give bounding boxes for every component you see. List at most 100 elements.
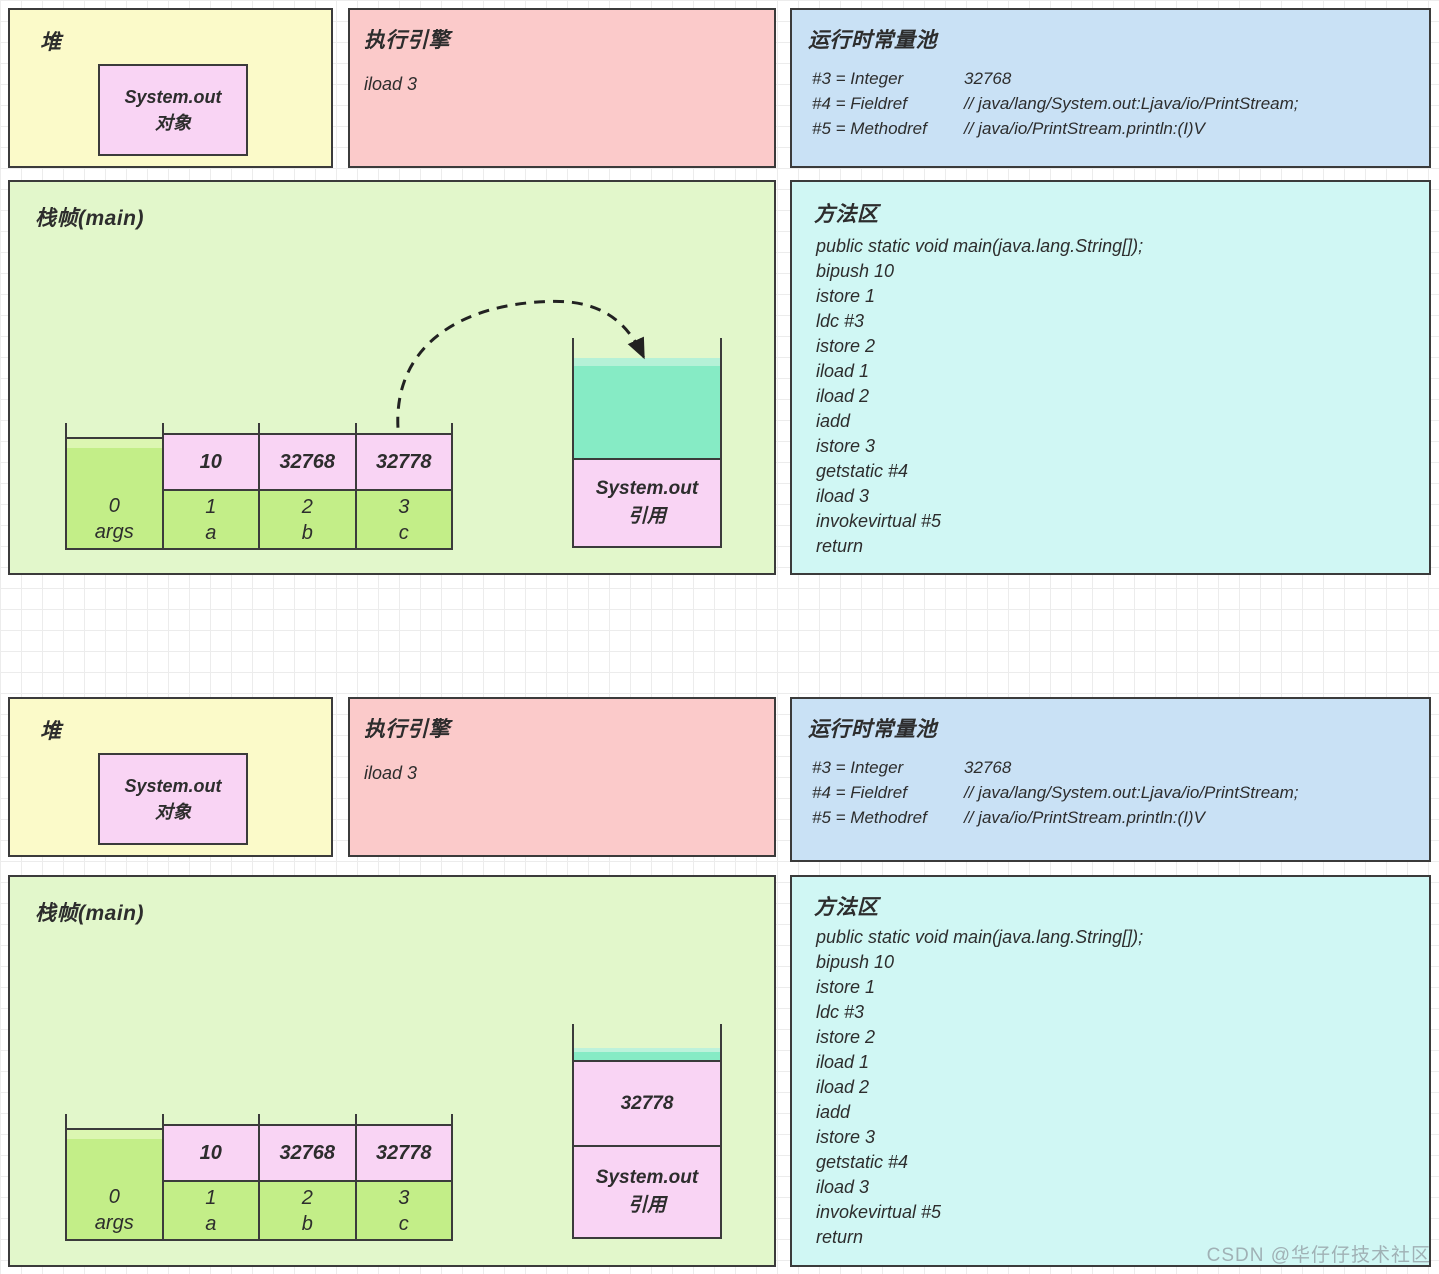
execution-engine-title: 执行引擎 <box>364 29 450 52</box>
entry-value: 32768 <box>964 69 1012 88</box>
system-out-object-box: System.out 对象 <box>98 753 248 845</box>
stack-frame-title: 栈帧(main) <box>35 207 144 230</box>
slot-fill <box>67 437 162 548</box>
method-area-title: 方法区 <box>814 203 879 226</box>
slot-name: a <box>205 521 217 544</box>
slot-fill <box>67 1128 162 1239</box>
constant-pool-entries: #3 = Integer 32768 #4 = Fieldref // java… <box>812 755 1421 830</box>
entry-label: #4 = Fieldref <box>812 783 907 802</box>
bytecode-line: iload 1 <box>816 361 870 381</box>
slot-value: 10 <box>163 433 258 489</box>
local-var-slot-1: 10 1 a <box>161 1114 258 1239</box>
local-var-slot-0: 0 args <box>67 1114 162 1239</box>
entry-label: #5 = Methodref <box>812 119 927 138</box>
slot-value: 32778 <box>356 1124 451 1180</box>
constant-pool-title: 运行时常量池 <box>808 718 937 741</box>
bytecode-line: iadd <box>816 411 851 431</box>
bytecode-line: iload 1 <box>816 1052 870 1072</box>
method-area-title: 方法区 <box>814 896 879 919</box>
constant-pool-entry: #5 = Methodref // java/io/PrintStream.pr… <box>812 116 1421 141</box>
slot-highlight-strip <box>67 439 162 448</box>
slot-label: 0 args <box>67 489 162 548</box>
slot-name: args <box>94 520 134 543</box>
local-var-slot-3: 32778 3 c <box>354 1114 451 1239</box>
stack-frame-title: 栈帧(main) <box>35 902 144 925</box>
slot-label: 2 b <box>260 489 355 548</box>
operand-slot-line1: System.out <box>595 1166 699 1188</box>
operand-highlight-strip <box>574 1048 720 1060</box>
slot-index: 3 <box>398 1186 410 1209</box>
bytecode-line: invokevirtual #5 <box>816 511 942 531</box>
slot-name: c <box>398 521 409 544</box>
bytecode-line: istore 1 <box>816 977 876 997</box>
system-out-object-line1: System.out <box>124 86 222 107</box>
bytecode-line: return <box>816 1227 864 1247</box>
slot-label: 3 c <box>356 1180 451 1239</box>
bytecode-line: getstatic #4 <box>816 461 909 481</box>
system-out-object-line2: 对象 <box>155 802 191 822</box>
slot-name: b <box>301 1212 313 1235</box>
local-var-slot-2: 32768 2 b <box>258 423 355 548</box>
heap-title: 堆 <box>40 720 62 743</box>
bytecode-line: public static void main(java.lang.String… <box>816 927 1144 947</box>
system-out-object-line2: 对象 <box>155 113 191 133</box>
slot-label: 3 c <box>356 489 451 548</box>
operand-slot-line2: 引用 <box>627 1195 666 1216</box>
bytecode-line: iload 2 <box>816 386 870 406</box>
bytecode-line: return <box>816 536 864 556</box>
entry-value: // java/lang/System.out:Ljava/io/PrintSt… <box>964 94 1299 113</box>
constant-pool-entry: #4 = Fieldref // java/lang/System.out:Lj… <box>812 780 1421 805</box>
constant-pool-title: 运行时常量池 <box>808 29 937 52</box>
bytecode-line: iload 3 <box>816 1177 870 1197</box>
operand-stack: 32778 System.out 引用 <box>572 1024 722 1239</box>
entry-label: #5 = Methodref <box>812 808 927 827</box>
runtime-constant-pool-box: 运行时常量池 #3 = Integer 32768 #4 = Fieldref … <box>790 8 1431 168</box>
bytecode-line: istore 3 <box>816 436 876 456</box>
entry-value: // java/lang/System.out:Ljava/io/PrintSt… <box>964 783 1299 802</box>
bytecode-line: getstatic #4 <box>816 1152 909 1172</box>
slot-index: 2 <box>301 1186 313 1209</box>
bytecode-line: public static void main(java.lang.String… <box>816 236 1144 256</box>
current-instruction: iload 3 <box>364 763 418 783</box>
operand-slot-line1: System.out <box>595 477 699 499</box>
slot-value: 32768 <box>260 1124 355 1180</box>
bytecode-line: iload 2 <box>816 1077 870 1097</box>
method-area-box: 方法区 public static void main(java.lang.St… <box>790 180 1431 575</box>
system-out-object-line1: System.out <box>124 775 222 796</box>
bytecode-line: istore 2 <box>816 336 876 356</box>
local-var-slot-2: 32768 2 b <box>258 1114 355 1239</box>
bytecode-line: ldc #3 <box>816 1002 865 1022</box>
bytecode-line: istore 1 <box>816 286 876 306</box>
execution-engine-box: 执行引擎 iload 3 <box>348 8 776 168</box>
slot-index: 2 <box>301 495 313 518</box>
system-out-object-box: System.out 对象 <box>98 64 248 156</box>
current-instruction: iload 3 <box>364 74 418 94</box>
bytecode-line: istore 2 <box>816 1027 876 1047</box>
slot-name: a <box>205 1212 217 1235</box>
bytecode-line: iadd <box>816 1102 851 1122</box>
heap-box: 堆 System.out 对象 <box>8 8 333 168</box>
operand-stack: System.out 引用 <box>572 338 722 548</box>
constant-pool-entries: #3 = Integer 32768 #4 = Fieldref // java… <box>812 66 1421 141</box>
entry-label: #3 = Integer <box>812 758 904 777</box>
bytecode-listing: public static void main(java.lang.String… <box>816 234 1421 559</box>
execution-engine-box-2: 执行引擎 iload 3 <box>348 697 776 857</box>
operand-slot-value: 32778 <box>574 1060 720 1147</box>
runtime-constant-pool-box-2: 运行时常量池 #3 = Integer 32768 #4 = Fieldref … <box>790 697 1431 862</box>
slot-name: args <box>94 1211 134 1234</box>
execution-engine-title: 执行引擎 <box>364 718 450 741</box>
constant-pool-entry: #3 = Integer 32768 <box>812 66 1421 91</box>
constant-pool-entry: #3 = Integer 32768 <box>812 755 1421 780</box>
local-var-slot-3: 32778 3 c <box>354 423 451 548</box>
method-area-box-2: 方法区 public static void main(java.lang.St… <box>790 875 1431 1267</box>
local-var-slot-1: 10 1 a <box>161 423 258 548</box>
operand-pending-slot <box>574 358 720 458</box>
entry-value: // java/io/PrintStream.println:(I)V <box>964 808 1205 827</box>
slot-value: 32778 <box>356 433 451 489</box>
operand-slot-line2: 引用 <box>627 506 666 527</box>
slot-index: 3 <box>398 495 410 518</box>
bytecode-listing: public static void main(java.lang.String… <box>816 925 1421 1250</box>
constant-pool-entry: #5 = Methodref // java/io/PrintStream.pr… <box>812 805 1421 830</box>
slot-value: 32768 <box>260 433 355 489</box>
